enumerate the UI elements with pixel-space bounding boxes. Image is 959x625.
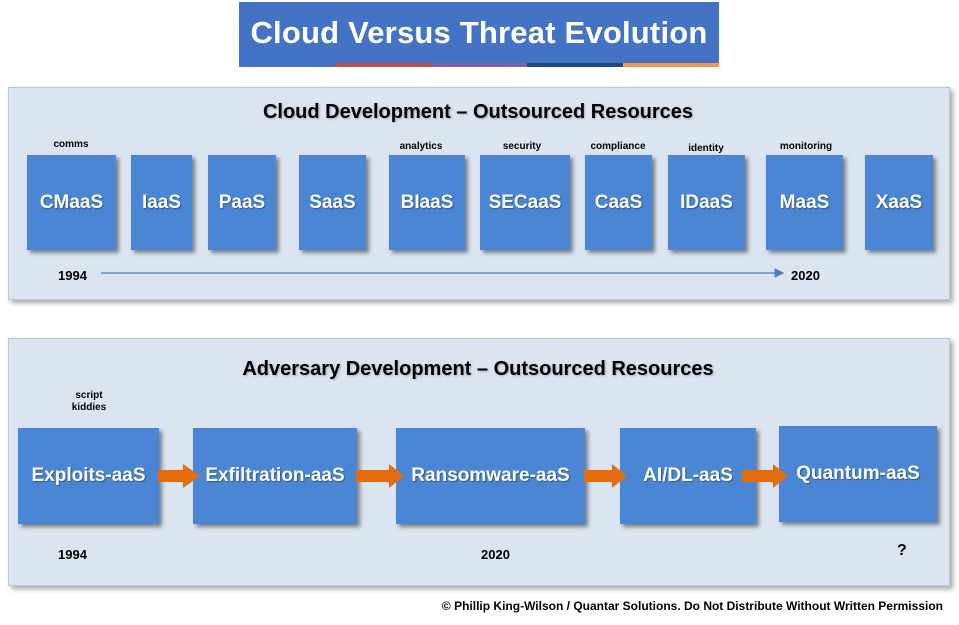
cloud-box-saas: SaaS	[299, 155, 366, 250]
cloud-box-idaas: IDaaS	[668, 155, 745, 250]
cloud-box-xaas: XaaS	[865, 155, 933, 250]
flow-arrow-1	[158, 464, 200, 488]
flow-arrow-4	[742, 464, 788, 488]
cloud-year-end: 2020	[791, 268, 820, 283]
cloud-tag-maas: monitoring	[779, 141, 833, 152]
cloud-box-maas: MaaS	[766, 155, 843, 250]
cloud-tag-idaas: identity	[688, 143, 724, 154]
adversary-tag-script-kiddies: script kiddies	[71, 390, 107, 413]
title-stripe	[335, 63, 431, 67]
adversary-box-exploits: Exploits-aaS	[18, 428, 159, 524]
flow-arrow-2	[356, 464, 404, 488]
copyright-notice: © Phillip King-Wilson / Quantar Solution…	[441, 599, 943, 613]
title-stripe	[239, 63, 335, 67]
adversary-box-quantum: Quantum-aaS	[779, 426, 937, 522]
cloud-box-cmaas: CMaaS	[27, 155, 116, 250]
adversary-box-ransomware: Ransomware-aaS	[396, 428, 585, 524]
cloud-box-iaas: IaaS	[131, 155, 192, 250]
flow-arrow-3	[584, 464, 627, 488]
cloud-box-biaas: BIaaS	[389, 155, 465, 250]
adversary-heading: Adversary Development – Outsourced Resou…	[242, 358, 714, 380]
cloud-heading: Cloud Development – Outsourced Resources	[262, 101, 694, 123]
cloud-box-secaas: SECaaS	[480, 155, 570, 250]
adversary-box-ai-dl: AI/DL-aaS	[620, 428, 756, 524]
adversary-year-end: ?	[897, 542, 907, 559]
cloud-tag-caas: compliance	[590, 141, 646, 152]
cloud-tag-secaas: security	[502, 141, 542, 152]
title-stripe	[431, 63, 527, 67]
title-stripe	[527, 63, 623, 67]
cloud-box-paas: PaaS	[208, 155, 276, 250]
cloud-box-caas: CaaS	[585, 155, 652, 250]
adversary-year-start: 1994	[58, 547, 87, 562]
title-stripe	[623, 63, 719, 67]
adversary-year-mid: 2020	[481, 547, 510, 562]
cloud-year-start: 1994	[58, 268, 87, 283]
adversary-box-exfiltration: Exfiltration-aaS	[193, 428, 357, 524]
page-title: Cloud Versus Threat Evolution	[239, 2, 719, 64]
cloud-tag-biaas: analytics	[399, 141, 443, 152]
cloud-tag-cmaas: comms	[53, 139, 89, 150]
